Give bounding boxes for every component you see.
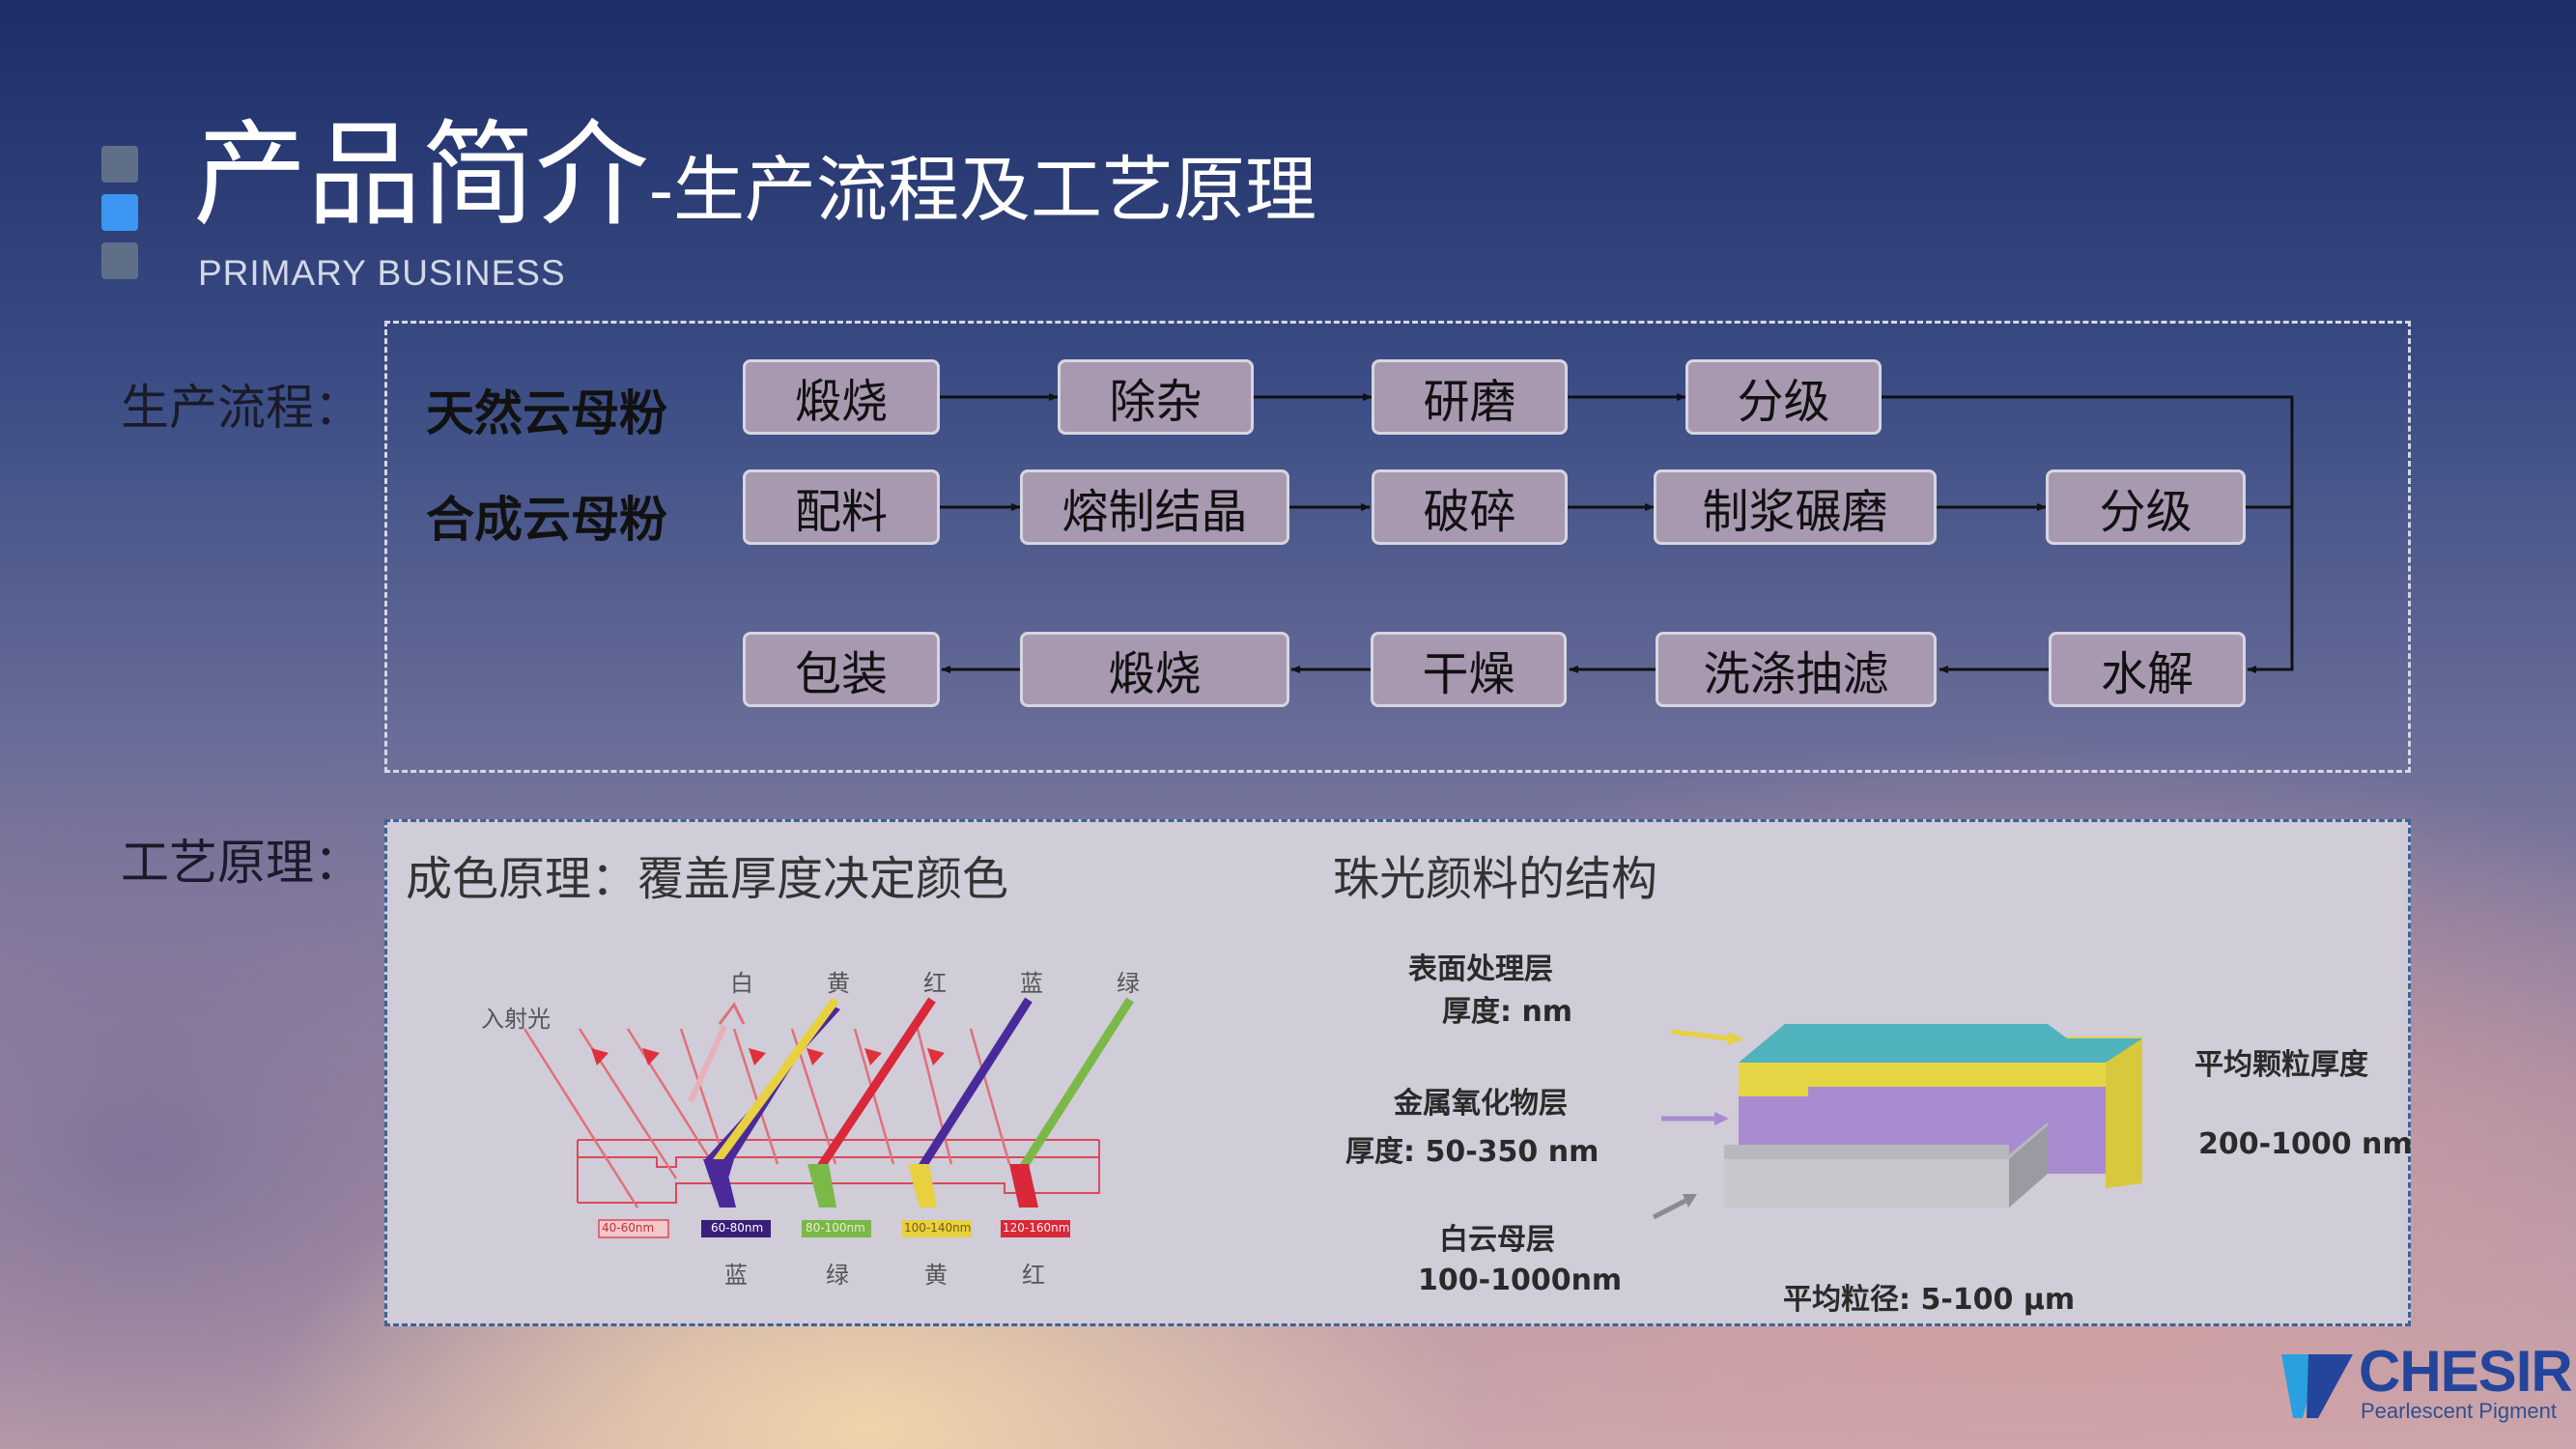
step-wash-filter: 洗涤抽滤 xyxy=(1656,632,1937,707)
title-marker-3 xyxy=(101,242,138,279)
step-grinding: 研磨 xyxy=(1372,359,1568,435)
step-classification-2: 分级 xyxy=(2046,469,2246,545)
step-pulping-milling: 制浆碾磨 xyxy=(1654,469,1937,545)
thickness-3: 80-100nm xyxy=(806,1221,865,1235)
logo-tagline: Pearlescent Pigment xyxy=(2361,1399,2557,1423)
oxide-thickness-label: 厚度: 50-350 nm xyxy=(1345,1135,1599,1169)
chesir-logo-icon xyxy=(2281,1354,2353,1418)
bottom-color-red: 红 xyxy=(1022,1262,1045,1289)
oxide-layer-label: 金属氧化物层 xyxy=(1394,1087,1568,1121)
incident-light-label: 入射光 xyxy=(481,1006,551,1033)
process-flow-box xyxy=(384,321,2411,773)
row-label-natural-mica: 天然云母粉 xyxy=(426,385,667,441)
principle-label: 工艺原理： xyxy=(121,835,362,891)
bottom-color-green: 绿 xyxy=(826,1262,849,1289)
title-main: 产品简介 xyxy=(193,108,650,242)
top-color-green: 绿 xyxy=(1117,970,1140,997)
thickness-2: 60-80nm xyxy=(711,1221,764,1235)
thickness-5: 120-160nm xyxy=(1003,1221,1070,1235)
title-english: PRIMARY BUSINESS xyxy=(198,253,566,293)
mica-thickness-label: 100-1000nm xyxy=(1418,1264,1623,1297)
mica-layer-label: 白云母层 xyxy=(1439,1223,1555,1257)
avg-diameter-label: 平均粒径: 5-100 μm xyxy=(1783,1283,2076,1317)
color-principle-heading: 成色原理：覆盖厚度决定颜色 xyxy=(406,852,1009,906)
step-crushing: 破碎 xyxy=(1372,469,1568,545)
title-marker-2 xyxy=(101,194,138,231)
bottom-color-yellow: 黄 xyxy=(924,1262,948,1289)
process-label: 生产流程： xyxy=(121,380,362,436)
step-calcine: 煅烧 xyxy=(743,359,940,435)
top-color-white: 白 xyxy=(730,970,753,997)
title-marker-1 xyxy=(101,146,138,183)
step-calcine-2: 煅烧 xyxy=(1020,632,1289,707)
title-sub: -生产流程及工艺原理 xyxy=(649,149,1317,232)
page-title: 产品简介-生产流程及工艺原理 xyxy=(193,118,1316,232)
connector-r1-to-hydrolysis xyxy=(1882,395,2294,673)
step-packaging: 包装 xyxy=(743,632,940,707)
surface-layer-label: 表面处理层 xyxy=(1408,952,1553,986)
thickness-4: 100-140nm xyxy=(904,1221,972,1235)
row-label-synthetic-mica: 合成云母粉 xyxy=(426,492,667,548)
top-color-blue: 蓝 xyxy=(1020,970,1043,997)
top-color-red: 红 xyxy=(923,970,947,997)
step-impurity-removal: 除杂 xyxy=(1058,359,1254,435)
step-hydrolysis: 水解 xyxy=(2049,632,2246,707)
avg-thickness-label: 平均颗粒厚度 xyxy=(2194,1048,2368,1082)
top-color-yellow: 黄 xyxy=(827,970,850,997)
structure-heading: 珠光颜料的结构 xyxy=(1333,852,1658,906)
step-classification: 分级 xyxy=(1685,359,1882,435)
step-melt-crystallize: 熔制结晶 xyxy=(1020,469,1289,545)
step-drying: 干燥 xyxy=(1371,632,1567,707)
step-batching: 配料 xyxy=(743,469,940,545)
surface-thickness-label: 厚度: nm xyxy=(1442,995,1573,1029)
logo-name: CHESIR xyxy=(2359,1339,2573,1404)
thickness-1: 40-60nm xyxy=(602,1221,655,1235)
avg-thickness-value: 200-1000 nm xyxy=(2198,1127,2413,1161)
bottom-color-blue: 蓝 xyxy=(724,1262,748,1289)
